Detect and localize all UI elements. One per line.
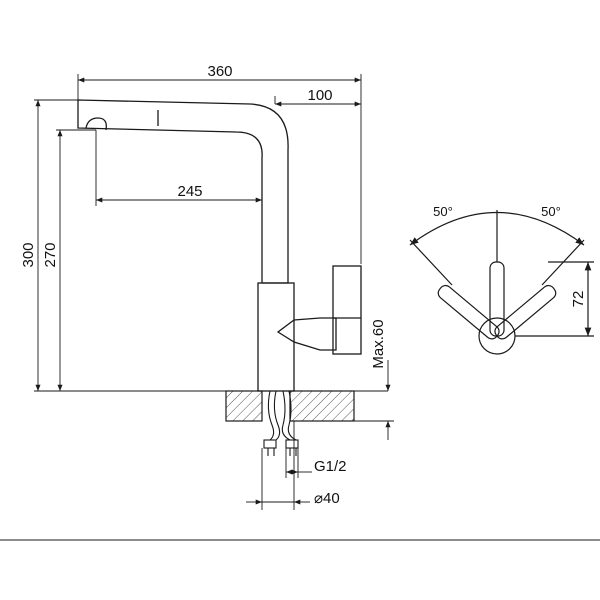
dim-angle-right: 50° <box>541 204 561 219</box>
faucet-side-view <box>77 99 362 392</box>
dim-angle-left: 50° <box>433 204 453 219</box>
handle-center <box>489 261 505 337</box>
countertop-left <box>225 390 263 422</box>
supply-hoses <box>263 390 299 456</box>
dim-max-deck: Max.60 <box>370 319 387 368</box>
dim-lever-height: 72 <box>570 291 587 308</box>
handle-left-position <box>437 284 500 340</box>
handle-right-position <box>494 284 557 340</box>
dim-total-height: 300 <box>20 242 37 267</box>
dim-thread: G1/2 <box>314 458 347 475</box>
handle-cap <box>332 265 362 355</box>
dim-spout-height: 270 <box>42 242 59 267</box>
countertop-right <box>289 390 355 422</box>
handle-lever <box>276 317 337 351</box>
dim-total-reach: 360 <box>207 63 232 80</box>
countertop <box>225 390 355 422</box>
dim-spout-reach: 245 <box>177 183 202 200</box>
dimension-lines <box>34 74 394 510</box>
dim-diameter: ⌀40 <box>314 490 340 507</box>
nozzle <box>85 117 107 131</box>
faucet-body <box>257 282 295 392</box>
dim-handle-offset: 100 <box>307 87 332 104</box>
handle-top-view <box>409 210 594 355</box>
